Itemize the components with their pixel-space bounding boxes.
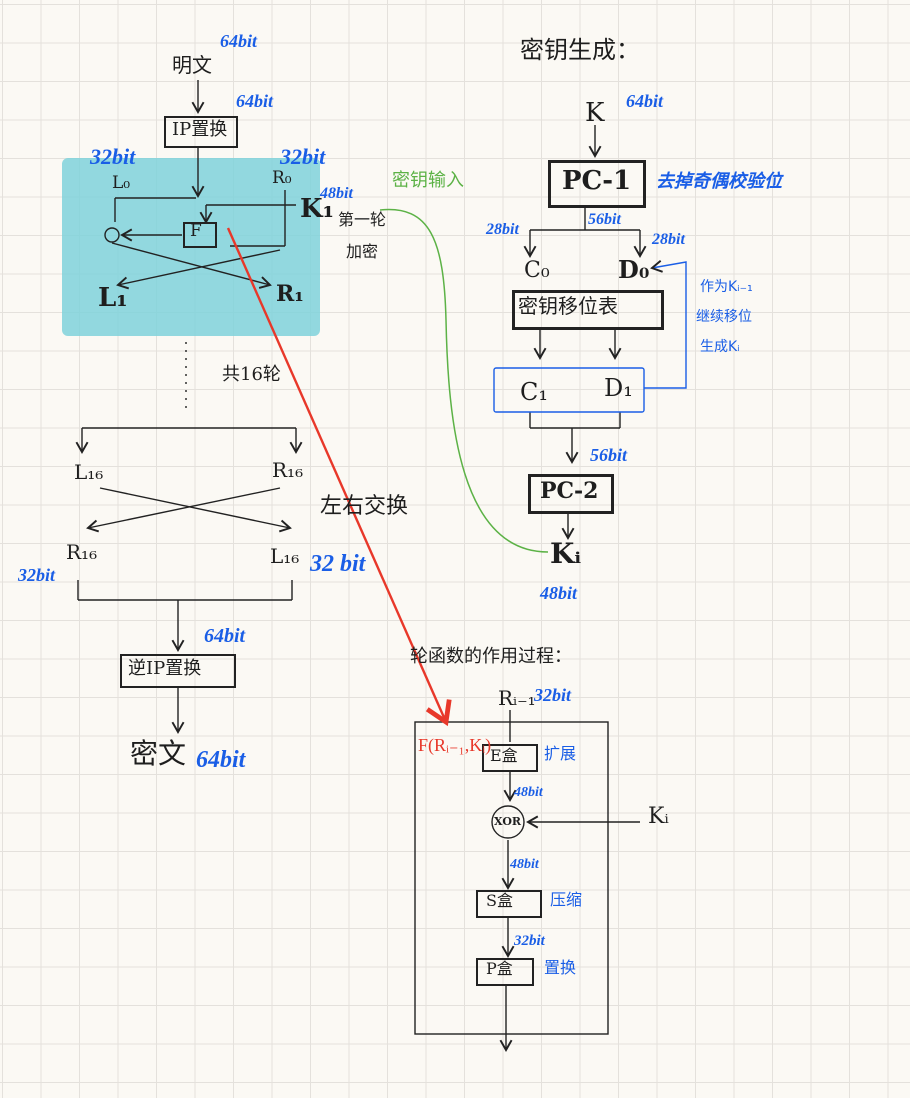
bits64-label: 64bit (204, 625, 246, 647)
e-box (482, 744, 538, 772)
ip-label: IP置换 (172, 119, 228, 140)
r-input-label: Rᵢ₋₁ (498, 686, 536, 710)
e-box-note: 扩展 (544, 744, 577, 763)
p-box-note: 置换 (544, 958, 577, 977)
r16-out-label: R₁₆ (66, 540, 98, 564)
k-bits: 48bit (320, 185, 353, 202)
bits56b-label: 56bit (590, 445, 628, 465)
shift-table-box (512, 290, 664, 330)
c0-label: C₀ (524, 258, 550, 283)
r0-label: R₀ (272, 168, 292, 188)
inverse-ip-box (120, 654, 236, 688)
ki-input-label: Kᵢ (648, 804, 669, 829)
k-label: K (585, 98, 605, 128)
cipher-bits: 64bit (196, 747, 246, 773)
pc2-label: PC-2 (540, 478, 599, 504)
ip-bits: 64bit (236, 91, 274, 111)
d1-label: D₁ (604, 374, 633, 402)
bits32-right: 32 bit (310, 551, 366, 577)
bits28-right: 28bit (652, 231, 685, 248)
s-box-label: S盒 (486, 891, 513, 910)
loop-note-2: 继续移位 (696, 309, 752, 325)
p-box-label: P盒 (486, 959, 513, 978)
loop-note-3: 生成Kᵢ (700, 339, 740, 355)
xor-label: XOR (494, 815, 522, 828)
k-bits: 64bit (626, 91, 664, 111)
bits32-label: 32bit (514, 933, 545, 949)
swap-label: 左右交换 (320, 494, 409, 519)
round-fn-title: 轮函数的作用过程： (410, 646, 572, 667)
f-box (183, 222, 217, 248)
c1-d1-frame (493, 367, 645, 413)
shift-table-label: 密钥移位表 (518, 294, 618, 318)
plaintext-bits: 64bit (220, 31, 258, 51)
r-input-bits: 32bit (534, 685, 572, 705)
first-round-line2: 加密 (346, 242, 379, 261)
inverse-ip-label: 逆IP置换 (128, 658, 202, 679)
l16-out-label: L₁₆ (270, 544, 300, 568)
bits56-label: 56bit (588, 211, 621, 228)
bits48a-label: 48bit (514, 785, 543, 800)
keygen-title: 密钥生成： (520, 36, 640, 64)
l16-label: L₁₆ (74, 460, 104, 484)
l1-label: L₁ (98, 283, 128, 313)
bits48b-label: 48bit (510, 857, 539, 872)
f-expansion-arrow (226, 227, 452, 727)
e-box-label: E盒 (490, 746, 518, 765)
pc1-note: 去掉奇偶校验位 (656, 171, 782, 191)
ki-bits: 48bit (540, 583, 578, 603)
round-function-frame (414, 721, 609, 1035)
pc1-label: PC-1 (562, 166, 632, 196)
l-bits: 32bit (90, 144, 136, 169)
d0-label: D₀ (618, 255, 650, 284)
f-label: F (190, 221, 202, 241)
rounds-note: 共16轮 (222, 364, 281, 385)
pc2-box (528, 474, 614, 514)
xor-node (491, 805, 525, 839)
ki-label: Kᵢ (550, 537, 582, 570)
loop-note-1: 作为Kᵢ₋₁ (700, 279, 753, 295)
r1-label: R₁ (276, 281, 304, 307)
s-box (476, 890, 542, 918)
k1-label: K₁ (300, 194, 334, 224)
p-box (476, 958, 534, 986)
key-input-curve (379, 208, 549, 553)
xor-circle (104, 227, 120, 243)
l0-label: L₀ (112, 173, 131, 193)
plaintext-label: 明文 (172, 53, 212, 77)
s-box-note: 压缩 (550, 890, 583, 909)
r16-label: R₁₆ (272, 458, 304, 482)
c1-label: C₁ (520, 378, 548, 406)
key-input-label: 密钥输入 (392, 170, 464, 191)
ciphertext-label: 密文 (130, 737, 187, 770)
f-function-label: F(Rᵢ₋₁,Kᵢ) (418, 735, 492, 755)
r-bits: 32bit (280, 144, 326, 169)
pc1-box (548, 160, 646, 208)
bits28-left: 28bit (486, 221, 519, 238)
bits32-left: 32bit (18, 565, 56, 585)
ip-box (164, 116, 238, 148)
first-round-line1: 第一轮 (338, 210, 387, 229)
